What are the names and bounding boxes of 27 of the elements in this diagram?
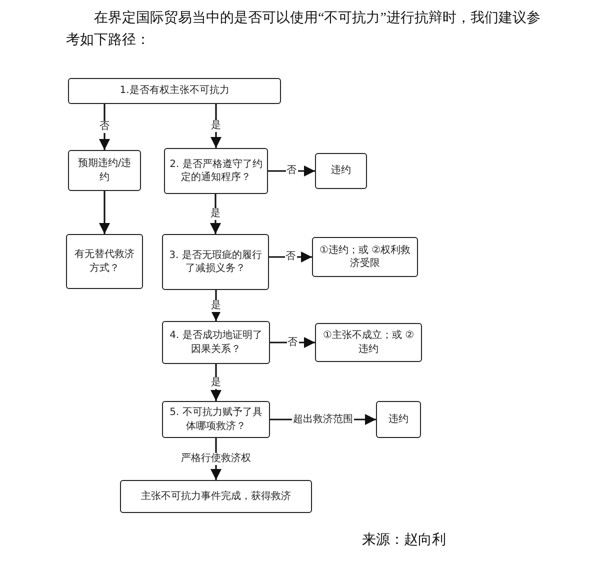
- process-box: 2. 是否严格遵守了约定的通知程序？: [164, 148, 268, 194]
- source-note: 来源：赵向利: [362, 532, 447, 550]
- process-box: 主张不可抗力事件完成，获得救济: [120, 480, 312, 513]
- edge-label: 超出救济范围: [292, 414, 354, 426]
- process-box: ①违约；或 ②权利救济受限: [312, 237, 418, 277]
- arrow: [269, 251, 312, 263]
- edge-label: 是: [210, 376, 222, 388]
- edge-label: 是: [210, 120, 222, 132]
- process-box: 1.是否有权主张不可抗力: [68, 78, 281, 104]
- intro-paragraph: 在界定国际贸易当中的是否可以使用“不可抗力”进行抗辩时，我们建议参考如下路径：: [66, 9, 542, 50]
- edge-label: 否: [98, 121, 110, 133]
- edge-label: 否: [286, 165, 298, 177]
- process-box: 违约: [376, 401, 421, 438]
- process-box: 4. 是否成功地证明了因果关系？: [162, 321, 270, 364]
- process-box: 预期违约/违约: [68, 150, 141, 191]
- edge-label: 严格行使救济权: [180, 453, 252, 465]
- process-box: 违约: [315, 153, 367, 189]
- arrow: [268, 165, 315, 177]
- process-box: ①主张不成立；或 ②违约: [315, 323, 422, 362]
- edge-label: 否: [286, 336, 298, 348]
- arrow: [98, 191, 110, 234]
- process-box: 有无替代救济方式？: [66, 234, 143, 289]
- process-box: 3. 是否无瑕疵的履行了减损义务？: [162, 234, 269, 290]
- edge-label: 是: [210, 208, 222, 220]
- edge-label: 否: [284, 251, 296, 263]
- edge-label: 是: [210, 300, 222, 312]
- process-box: 5. 不可抗力赋予了具体哪项救济？: [162, 401, 270, 438]
